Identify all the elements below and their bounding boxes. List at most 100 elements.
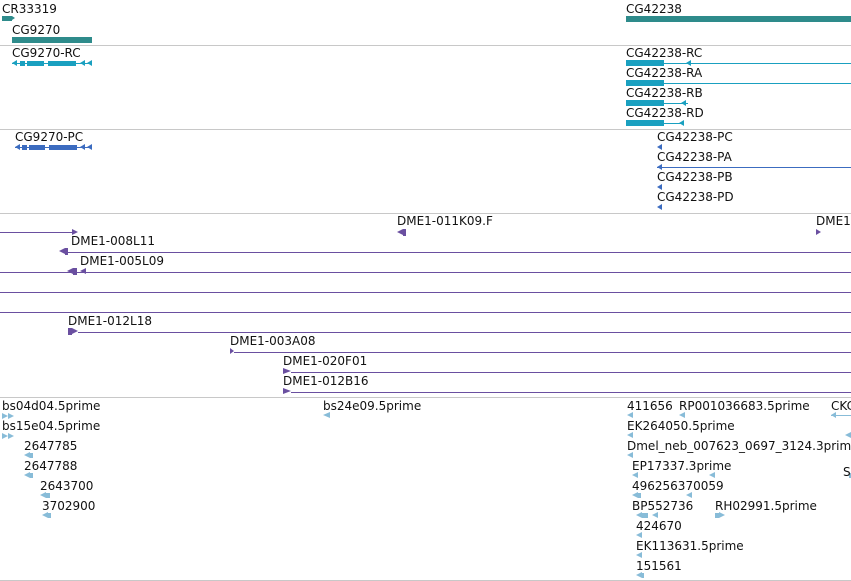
est-label-bp552736[interactable]: BP552736 bbox=[632, 499, 694, 513]
est-arrow bbox=[42, 512, 48, 518]
clone-bar bbox=[68, 328, 72, 335]
clone-label-dme1-008l11[interactable]: DME1-008L11 bbox=[71, 234, 155, 248]
clone-label-dme1-005l09[interactable]: DME1-005L09 bbox=[80, 254, 164, 268]
est-arrow bbox=[24, 452, 30, 458]
clone-label-dme1-020f01[interactable]: DME1-020F01 bbox=[283, 354, 368, 368]
gene-label-cg42238[interactable]: CG42238 bbox=[626, 2, 682, 16]
protein-arrow bbox=[657, 144, 662, 150]
transcript-intron-cg42238-rc bbox=[626, 63, 851, 64]
est-arrow bbox=[627, 412, 633, 418]
clone-bar bbox=[403, 229, 406, 236]
clone-line bbox=[78, 332, 851, 333]
est-label-ckc[interactable]: CKC bbox=[831, 399, 851, 413]
clone-arrow bbox=[80, 268, 86, 274]
est-label-rp001036683[interactable]: RP001036683.5prime bbox=[679, 399, 810, 413]
est-arrow bbox=[323, 412, 330, 418]
gene-label-cg9270[interactable]: CG9270 bbox=[12, 23, 61, 37]
clone-label-dme1-003a08[interactable]: DME1-003A08 bbox=[230, 334, 316, 348]
est-label-2647788[interactable]: 2647788 bbox=[24, 459, 78, 473]
est-arrow bbox=[24, 472, 30, 478]
est-label-2647785[interactable]: 2647785 bbox=[24, 439, 78, 453]
est-bar bbox=[642, 573, 644, 578]
est-label-3702900[interactable]: 3702900 bbox=[42, 499, 96, 513]
est-arrow bbox=[636, 532, 642, 538]
est-label-bs04d04[interactable]: bs04d04.5prime bbox=[2, 399, 101, 413]
protein-intron-cg42238-pa bbox=[657, 167, 851, 168]
gene-arrow-cr33319 bbox=[12, 16, 15, 20]
track-separator bbox=[0, 397, 851, 398]
transcript-label-cg42238-rd[interactable]: CG42238-RD bbox=[626, 106, 704, 120]
clone-label-dme1-011k09-f[interactable]: DME1-011K09.F bbox=[397, 214, 493, 228]
clone-bar bbox=[65, 248, 68, 255]
transcript-label-cg42238-rc[interactable]: CG42238-RC bbox=[626, 46, 703, 60]
est-line bbox=[831, 415, 851, 416]
clone-line bbox=[68, 252, 851, 253]
protein-track: CG9270-PC CG42238-PC CG42238-PA CG42238-… bbox=[0, 130, 851, 213]
transcript-arrow bbox=[686, 60, 691, 66]
clone-line bbox=[0, 292, 851, 293]
clone-line bbox=[234, 352, 851, 353]
protein-label-cg9270-pc[interactable]: CG9270-PC bbox=[15, 130, 84, 144]
est-track: bs04d04.5prime bs24e09.5prime 411656 RP0… bbox=[0, 398, 851, 580]
gene-bar-cg42238[interactable] bbox=[626, 16, 851, 22]
est-arrow bbox=[636, 552, 642, 558]
est-label-ek264050[interactable]: EK264050.5prime bbox=[627, 419, 735, 433]
clone-label-dme1-012b16[interactable]: DME1-012B16 bbox=[283, 374, 369, 388]
protein-label-cg42238-pd[interactable]: CG42238-PD bbox=[657, 190, 734, 204]
est-arrow bbox=[8, 413, 14, 419]
track-separator bbox=[0, 45, 851, 46]
transcript-label-cg42238-ra[interactable]: CG42238-RA bbox=[626, 66, 703, 80]
transcript-arrow bbox=[80, 60, 85, 66]
protein-arrow bbox=[657, 184, 662, 190]
clone-line bbox=[0, 312, 851, 313]
est-arrow bbox=[719, 512, 725, 518]
est-label-bs15e04[interactable]: bs15e04.5prime bbox=[2, 419, 101, 433]
est-label-ek113631[interactable]: EK113631.5prime bbox=[636, 539, 744, 553]
est-bar bbox=[715, 513, 719, 518]
gene-bar-cg9270[interactable] bbox=[12, 37, 92, 43]
clone-arrow bbox=[397, 229, 403, 235]
gene-bar-cr33319[interactable] bbox=[2, 16, 12, 21]
est-label-411656[interactable]: 411656 bbox=[627, 399, 673, 413]
clone-track: DME1-011K09.F DME1 DME1-008L11 DME1-005L… bbox=[0, 214, 851, 397]
est-label-496256370059[interactable]: 496256370059 bbox=[632, 479, 724, 493]
transcript-exon bbox=[48, 61, 76, 66]
clone-label-dme1[interactable]: DME1 bbox=[816, 214, 851, 228]
est-label-151561[interactable]: 151561 bbox=[636, 559, 682, 573]
protein-label-cg42238-pb[interactable]: CG42238-PB bbox=[657, 170, 733, 184]
est-label-424670[interactable]: 424670 bbox=[636, 519, 682, 533]
est-arrow bbox=[2, 413, 8, 419]
transcript-track: CG9270-RC CG42238-RC CG42238-RA CG42238-… bbox=[0, 46, 851, 129]
est-bar bbox=[638, 493, 641, 498]
transcript-arrow bbox=[87, 60, 92, 66]
clone-line bbox=[291, 372, 851, 373]
est-bar bbox=[849, 473, 851, 478]
est-label-2643700[interactable]: 2643700 bbox=[40, 479, 94, 493]
est-label-bs24e09[interactable]: bs24e09.5prime bbox=[323, 399, 422, 413]
protein-label-cg42238-pc[interactable]: CG42238-PC bbox=[657, 130, 733, 144]
transcript-label-cg42238-rb[interactable]: CG42238-RB bbox=[626, 86, 703, 100]
est-label-s[interactable]: S bbox=[843, 465, 851, 479]
transcript-arrow bbox=[681, 100, 686, 106]
transcript-label-cg9270-rc[interactable]: CG9270-RC bbox=[12, 46, 81, 60]
protein-arrow bbox=[657, 204, 662, 210]
transcript-exon bbox=[626, 60, 664, 66]
est-arrow bbox=[636, 572, 642, 578]
est-label-ep17337[interactable]: EP17337.3prime bbox=[632, 459, 732, 473]
protein-arrow bbox=[87, 144, 92, 150]
transcript-arrow bbox=[679, 120, 684, 126]
clone-arrow bbox=[59, 248, 65, 254]
track-separator bbox=[0, 129, 851, 130]
clone-arrow bbox=[283, 368, 291, 374]
est-label-rh02991[interactable]: RH02991.5prime bbox=[715, 499, 817, 513]
protein-label-cg42238-pa[interactable]: CG42238-PA bbox=[657, 150, 732, 164]
est-bar bbox=[642, 513, 648, 518]
est-arrow bbox=[40, 492, 46, 498]
clone-label-dme1-012l18[interactable]: DME1-012L18 bbox=[68, 314, 152, 328]
gene-label-cr33319[interactable]: CR33319 bbox=[2, 2, 57, 16]
gene-track: CR33319 CG9270 CG42238 bbox=[0, 0, 851, 45]
est-label-dmel-neb[interactable]: Dmel_neb_007623_0697_3124.3prim bbox=[627, 439, 851, 453]
est-arrow bbox=[627, 452, 633, 458]
transcript-arrow-cg9270-rc bbox=[12, 60, 17, 66]
